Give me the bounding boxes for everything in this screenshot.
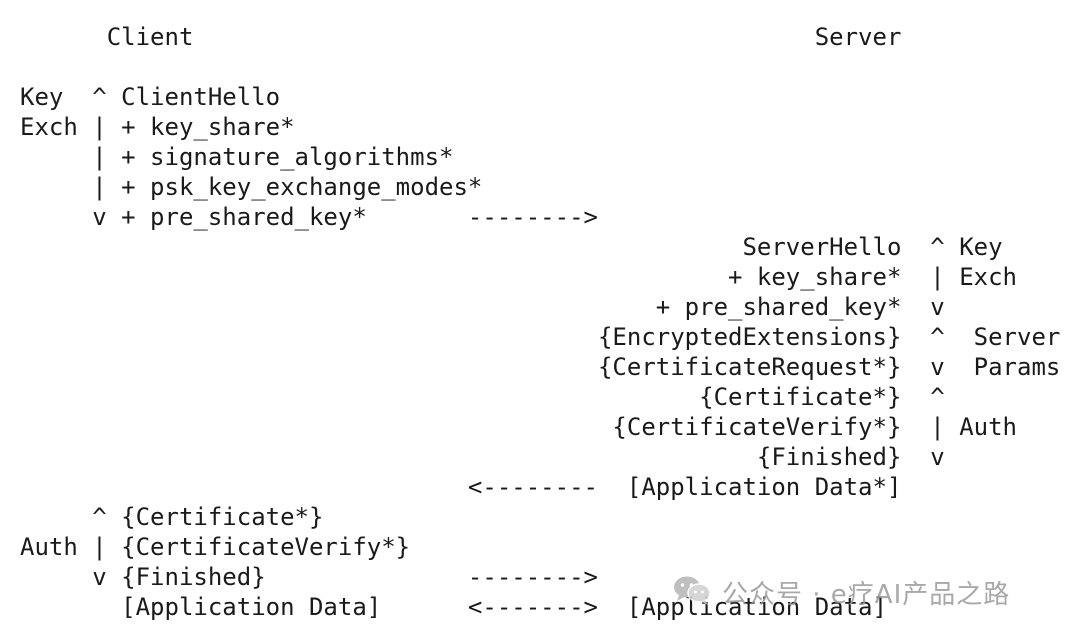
diagram-line-sig-algs: | + signature_algorithms* xyxy=(20,143,454,171)
diagram-line-psk-modes: | + psk_key_exchange_modes* xyxy=(20,173,483,201)
diagram-line-s-finished: {Finished} v xyxy=(20,443,945,471)
diagram-line-s-cert: {Certificate*} ^ xyxy=(20,383,945,411)
diagram-line-serverhello: ServerHello ^ Key xyxy=(20,233,1003,261)
diagram-line-key-share: Exch | + key_share* xyxy=(20,113,295,141)
diagram-line-pre-shared: v + pre_shared_key* --------> xyxy=(20,203,598,231)
diagram-line-c-cert: ^ {Certificate*} xyxy=(20,503,324,531)
diagram-line-s-app-data: <-------- [Application Data*] xyxy=(20,473,902,501)
diagram-line-clienthello: Key ^ ClientHello xyxy=(20,83,281,111)
watermark: 公众号 · e疗AI产品之路 xyxy=(672,574,1010,611)
diagram-line-s-key-share: + key_share* | Exch xyxy=(20,263,1017,291)
diagram-line-s-pre-shared: + pre_shared_key* v xyxy=(20,293,945,321)
diagram-header-line: Client Server xyxy=(20,23,902,51)
diagram-line-cert-req: {CertificateRequest*} v Params xyxy=(20,353,1061,381)
watermark-text: 公众号 · e疗AI产品之路 xyxy=(722,580,1011,610)
diagram-line-app-data: [Application Data] <-------> [Applicatio… xyxy=(20,593,887,621)
diagram-line-s-cert-verify: {CertificateVerify*} | Auth xyxy=(20,413,1017,441)
diagram-line-c-finished: v {Finished} --------> xyxy=(20,563,598,591)
diagram-line-enc-ext: {EncryptedExtensions} ^ Server xyxy=(20,323,1061,351)
diagram-line-c-cert-verify: Auth | {CertificateVerify*} xyxy=(20,533,411,561)
wechat-icon xyxy=(672,574,712,611)
